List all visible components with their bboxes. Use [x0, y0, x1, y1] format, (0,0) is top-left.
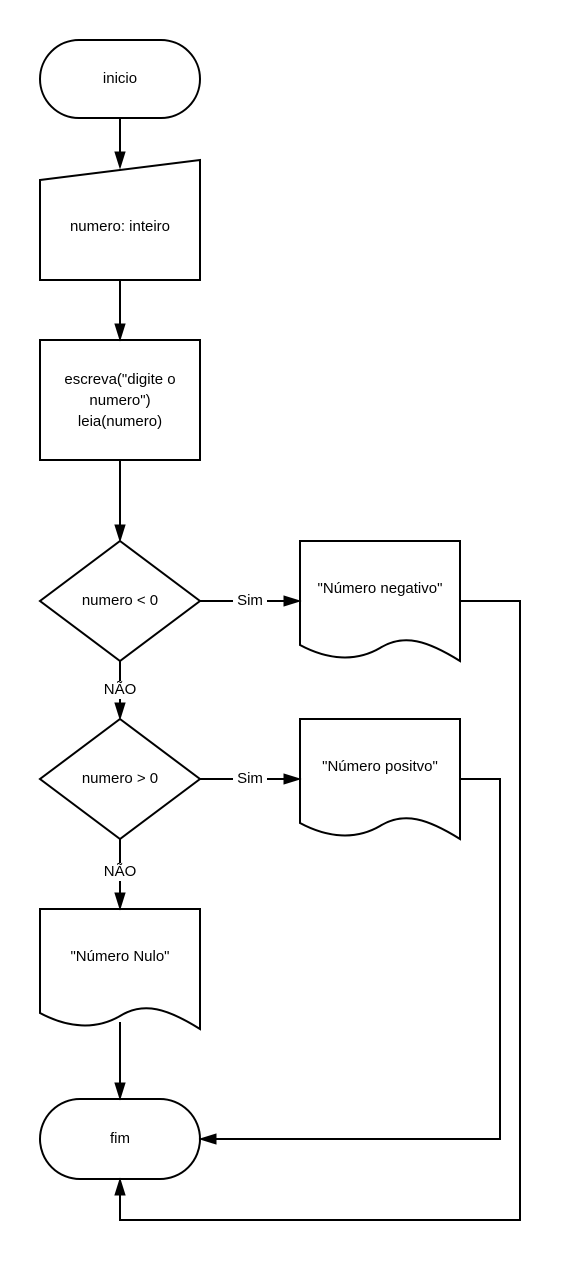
edge-positive-to-end — [216, 778, 501, 1140]
edge-label-d2-yes: Sim — [237, 770, 263, 787]
declare-manual-input — [39, 158, 201, 281]
arrowhead — [283, 773, 302, 785]
edge-label-bg — [233, 592, 267, 610]
arrowhead — [198, 1133, 217, 1145]
decision-positive-label: numero > 0 — [82, 770, 158, 787]
output-negative-document — [299, 540, 461, 663]
edge-label-bg — [100, 681, 140, 699]
edge-label-d1-no: NÃO — [104, 681, 137, 698]
arrowhead — [114, 892, 126, 911]
arrowhead — [114, 151, 126, 170]
arrowhead — [114, 524, 126, 543]
io-label-line1: escreva("digite o — [64, 371, 175, 388]
end-label: fim — [110, 1130, 130, 1147]
edge-label-d1-yes: Sim — [237, 592, 263, 609]
arrowhead — [114, 323, 126, 342]
output-null-label: "Número Nulo" — [70, 948, 169, 965]
edge-label-bg — [233, 770, 267, 788]
edge-label-d2-no: NÃO — [104, 863, 137, 880]
arrowhead — [114, 1177, 126, 1196]
output-negative-label: "Número negativo" — [318, 580, 443, 597]
output-positive-label: "Número positvo" — [322, 758, 438, 775]
io-label-line3: leia(numero) — [78, 413, 162, 430]
arrowhead — [283, 595, 302, 607]
edge-label-bg — [100, 863, 140, 881]
output-null-document — [39, 908, 201, 1031]
decision-negative-label: numero < 0 — [82, 592, 158, 609]
output-positive-document — [299, 718, 461, 841]
io-process — [39, 339, 201, 461]
start-label: inicio — [103, 70, 137, 87]
io-label-line2: numero") — [89, 392, 150, 409]
edge-negative-to-end — [119, 600, 521, 1221]
declare-label: numero: inteiro — [70, 218, 170, 235]
arrowhead — [114, 702, 126, 721]
arrowhead — [114, 1082, 126, 1101]
